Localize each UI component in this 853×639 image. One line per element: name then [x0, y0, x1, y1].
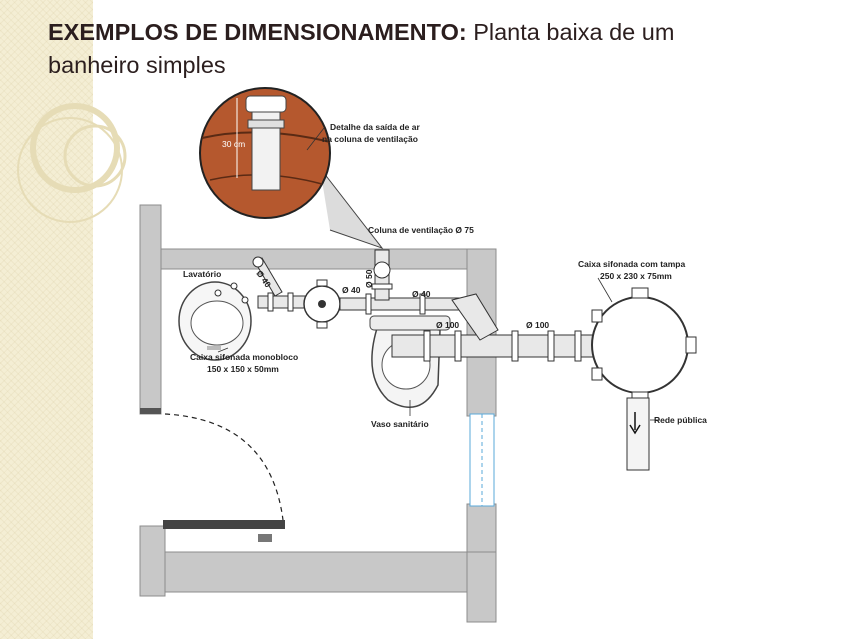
walls	[139, 204, 497, 623]
siphon-box-with-lid	[591, 287, 697, 403]
wall-right-stub	[466, 551, 497, 623]
main-sewer-pipe-100	[391, 293, 603, 362]
branch-pipe-40	[339, 293, 469, 315]
mono-box-label-line-1: Caixa sifonada monobloco	[190, 352, 298, 362]
detail-label-line-2: na coluna de ventilação	[322, 134, 418, 144]
title-bold: EXEMPLOS DE DIMENSIONAMENTO:	[48, 19, 467, 45]
leader-lines	[217, 127, 660, 421]
vent-detail-bubble	[199, 87, 331, 219]
wall-bottom	[139, 551, 497, 593]
wall-jamb-dark	[140, 408, 161, 414]
detail-label-line-1: Detalhe da saída de ar	[330, 122, 420, 132]
diameter-40-label-b: Ø 40	[412, 289, 431, 299]
diameter-100-label-a: Ø 100	[436, 320, 459, 330]
title-rest: Planta baixa de um	[466, 19, 675, 45]
door	[163, 413, 285, 542]
public-network-label: Rede pública	[654, 415, 707, 425]
lavatory-label: Lavatório	[183, 269, 221, 279]
diameter-50-label: Ø 50	[364, 269, 374, 288]
vent-column-label: Coluna de ventilação Ø 75	[368, 225, 474, 235]
vent-column-pipe	[371, 249, 393, 301]
toilet-label: Vaso sanitário	[371, 419, 429, 429]
height-30cm-label: 30 cm	[222, 139, 245, 149]
wall-right-lower	[466, 503, 497, 555]
diameter-40-label-a: Ø 40	[342, 285, 361, 295]
wall-left	[139, 204, 162, 415]
window	[469, 413, 495, 507]
lavatory-basin	[178, 281, 252, 361]
siphon-box-label-line-2: 250 x 230 x 75mm	[600, 271, 672, 281]
lavatory-drain-pipe	[252, 256, 307, 312]
title-bar: EXEMPLOS DE DIMENSIONAMENTO: Planta baix…	[0, 0, 853, 90]
decorative-rings	[17, 103, 127, 223]
detail-callout-pointer	[319, 167, 384, 250]
title-line-2: banheiro simples	[48, 52, 226, 78]
wall-top	[139, 248, 497, 270]
siphon-box-label-line-1: Caixa sifonada com tampa	[578, 259, 686, 269]
diameter-100-label-b: Ø 100	[526, 320, 549, 330]
monoblock-siphon-box	[303, 279, 341, 329]
mono-box-label-line-2: 150 x 150 x 50mm	[207, 364, 279, 374]
public-network-outlet	[626, 397, 650, 471]
wall-left-lower	[139, 525, 166, 597]
page-title: EXEMPLOS DE DIMENSIONAMENTO: Planta baix…	[48, 16, 828, 82]
